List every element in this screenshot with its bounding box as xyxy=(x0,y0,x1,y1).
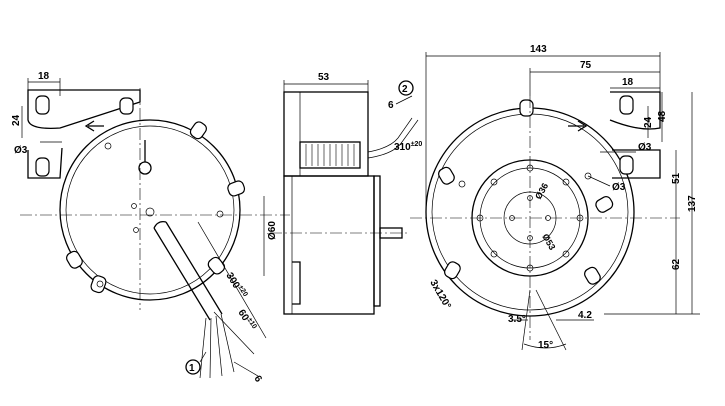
left-housing-inner xyxy=(65,125,235,295)
right-dim-51: 51 xyxy=(671,172,682,184)
left-airflow-arrow xyxy=(84,120,104,132)
side-lead-wires xyxy=(367,117,419,159)
left-hub xyxy=(138,161,152,175)
right-dim-48: 48 xyxy=(657,110,668,122)
right-slot-left xyxy=(438,166,455,185)
left-slot-lower-left xyxy=(66,250,83,269)
right-dim-angle-pattern: 3x120° xyxy=(427,278,452,311)
callout-1-circle xyxy=(185,359,201,375)
left-dim-300: 300±20 xyxy=(223,270,248,300)
right-dim-hole-outer-leader xyxy=(587,175,611,187)
side-dim-6-line xyxy=(395,95,413,105)
side-impeller-blades xyxy=(305,144,355,166)
side-impeller xyxy=(299,141,361,169)
right-dim-hole: Ø3 xyxy=(638,142,652,153)
right-slot-bottom-right xyxy=(619,155,634,175)
left-dim-300-line xyxy=(197,221,267,339)
right-dim-137: 137 xyxy=(687,195,698,212)
right-dim-143: 143 xyxy=(530,44,547,55)
left-slot-upper-right xyxy=(189,121,207,140)
right-dim-18: 18 xyxy=(622,77,634,88)
left-screw-3 xyxy=(133,227,139,233)
side-motor-step xyxy=(292,261,301,305)
right-airflow-arrow xyxy=(568,120,588,132)
left-cable-wires xyxy=(199,313,235,379)
left-view: 18 24 Ø3 300±20 60±10 6 1 xyxy=(11,71,290,385)
left-top-bracket xyxy=(27,89,141,129)
right-top-bracket xyxy=(609,91,661,130)
left-dim-60: 60±10 xyxy=(235,307,257,333)
right-dim-24: 24 xyxy=(643,116,654,128)
left-slot-top-right xyxy=(119,97,134,115)
side-dim-310: 310±20 xyxy=(394,141,422,153)
right-dim-62: 62 xyxy=(671,258,682,270)
left-dim-6-line xyxy=(233,361,259,377)
left-screw-4 xyxy=(216,210,224,218)
callout-2: 2 xyxy=(402,84,408,95)
left-dim-6: 6 xyxy=(251,374,264,385)
left-housing-outline xyxy=(59,119,241,301)
side-dim-6: 6 xyxy=(388,100,394,111)
right-slot-lower-right xyxy=(584,266,601,285)
side-dim-53: 53 xyxy=(318,72,330,83)
left-cable-sleeve xyxy=(153,221,223,321)
right-dim-75: 75 xyxy=(580,60,592,71)
right-bottom-bracket xyxy=(612,149,661,179)
right-dim-angle-leg2 xyxy=(535,289,567,351)
side-outlet-body xyxy=(283,91,369,177)
right-slot-right xyxy=(595,196,614,213)
callout-1: 1 xyxy=(189,363,195,374)
left-dim-18: 18 xyxy=(38,71,50,82)
right-dim-offset: 3.5° xyxy=(508,314,526,325)
left-screw-2 xyxy=(131,203,137,209)
left-screw-5 xyxy=(96,280,104,288)
callout-2-circle xyxy=(398,80,414,96)
left-slot-bottom-left xyxy=(35,157,50,177)
right-slot-lower-left xyxy=(444,261,461,280)
side-housing xyxy=(283,175,375,315)
side-dim-dia: Ø60 xyxy=(267,221,278,240)
left-dim-hole: Ø3 xyxy=(14,145,28,156)
left-screw-center xyxy=(145,207,155,217)
right-dim-hole-outer: Ø3 xyxy=(612,182,626,193)
right-dim-angle-arc xyxy=(523,343,567,349)
left-screw-1 xyxy=(104,142,112,150)
left-slot-bottom xyxy=(90,275,107,294)
left-slot-right xyxy=(227,180,246,197)
side-flange xyxy=(373,175,381,307)
right-slot-top xyxy=(519,99,534,117)
right-dim-hub-dia: Ø36 xyxy=(533,181,550,201)
right-dim-pitch-dia: Ø53 xyxy=(540,232,557,252)
right-view: 143 75 18 24 48 51 137 62 Ø3 Ø3 Ø36 Ø53 … xyxy=(410,44,700,351)
left-cable-sleeve-end xyxy=(153,220,167,229)
left-bottom-bracket xyxy=(27,147,63,179)
left-dim-24: 24 xyxy=(11,114,22,126)
side-view: 53 Ø60 6 310±20 2 xyxy=(263,72,422,315)
left-slot-top-left xyxy=(35,95,50,115)
callout-1-leader xyxy=(199,351,207,363)
right-dim-tab: 4.2 xyxy=(578,310,592,321)
left-dim-60-line xyxy=(213,311,255,355)
right-slot-top-right xyxy=(619,95,634,115)
right-dim-angle: 15° xyxy=(538,340,553,351)
